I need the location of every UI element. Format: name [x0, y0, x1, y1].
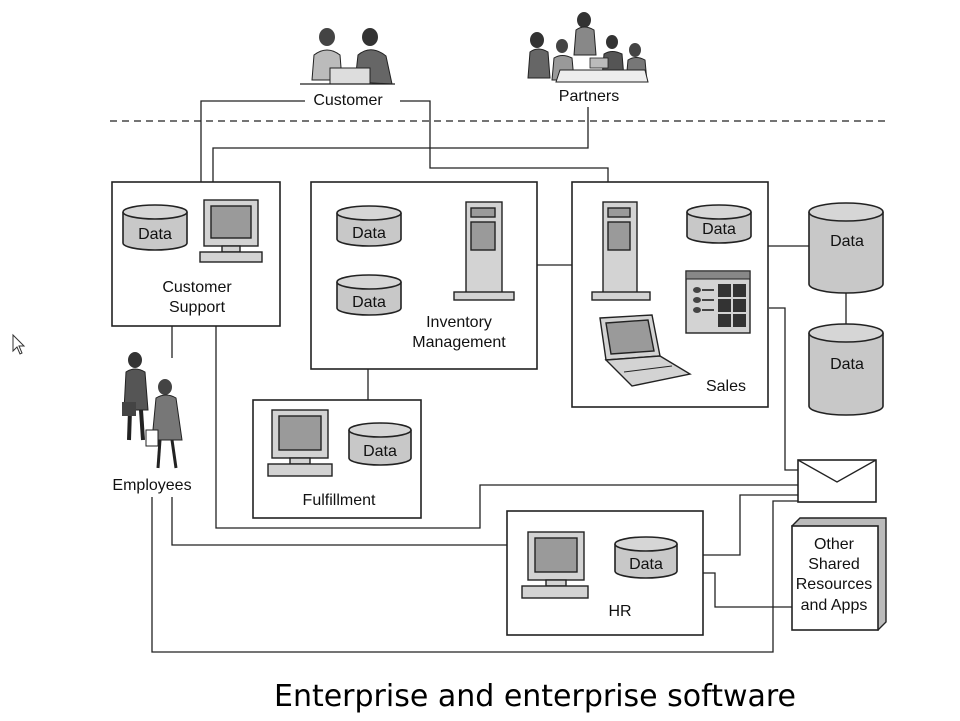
database-icon: Data [686, 204, 752, 244]
laptop-icon [599, 314, 692, 387]
hr-box: Data HR [506, 510, 704, 636]
partners-label: Partners [559, 88, 619, 105]
database-icon: Data [614, 536, 678, 579]
inventory-label-line2: Management [412, 334, 506, 351]
customer-label: Customer [313, 92, 383, 109]
database-icon: Data [336, 205, 402, 247]
data-label: Data [702, 221, 736, 238]
inventory-label-line1: Inventory [426, 314, 492, 331]
fulfillment-label: Fulfillment [303, 492, 376, 509]
other-label-line1: Other [814, 536, 855, 553]
envelope-icon [797, 459, 877, 503]
data-label: Data [138, 226, 172, 243]
server-tower-icon [591, 201, 651, 301]
hr-label: HR [608, 603, 631, 620]
data-label: Data [830, 233, 864, 250]
other-label-line2: Shared [808, 556, 860, 573]
database-icon: Data [122, 204, 188, 251]
external-database-icon: Data [808, 323, 884, 416]
other-label-line3: Resources [796, 576, 872, 593]
database-icon: Data [348, 422, 412, 466]
customer-support-label-line2: Support [169, 299, 226, 316]
other-label-line4: and Apps [801, 597, 868, 614]
data-label: Data [629, 556, 663, 573]
other-shared-resources-box: Other Shared Resources and Apps [791, 517, 887, 632]
customer-support-box: Data Customer Support [111, 181, 281, 327]
employees-icon [122, 352, 183, 469]
cursor-icon [12, 333, 26, 355]
desktop-computer-icon [267, 409, 333, 477]
sales-box: Data Sales [571, 181, 769, 408]
fulfillment-box: Data Fulfillment [252, 399, 422, 519]
data-label: Data [352, 294, 386, 311]
sales-label: Sales [706, 378, 746, 395]
desktop-computer-icon [521, 531, 589, 599]
customer-support-label-line1: Customer [162, 279, 232, 296]
database-icon: Data [336, 274, 402, 316]
inventory-management-box: Data Data Inventory Management [310, 181, 538, 370]
external-database-icon: Data [808, 202, 884, 294]
people-meeting-icon [300, 28, 395, 85]
data-label: Data [363, 443, 397, 460]
employees-label: Employees [112, 477, 191, 494]
desktop-computer-icon [199, 199, 263, 263]
partners-meeting-icon [527, 12, 649, 83]
window-app-icon [685, 270, 751, 334]
server-tower-icon [453, 201, 515, 301]
caption: Enterprise and enterprise software [274, 679, 796, 714]
data-label: Data [352, 225, 386, 242]
data-label: Data [830, 356, 864, 373]
